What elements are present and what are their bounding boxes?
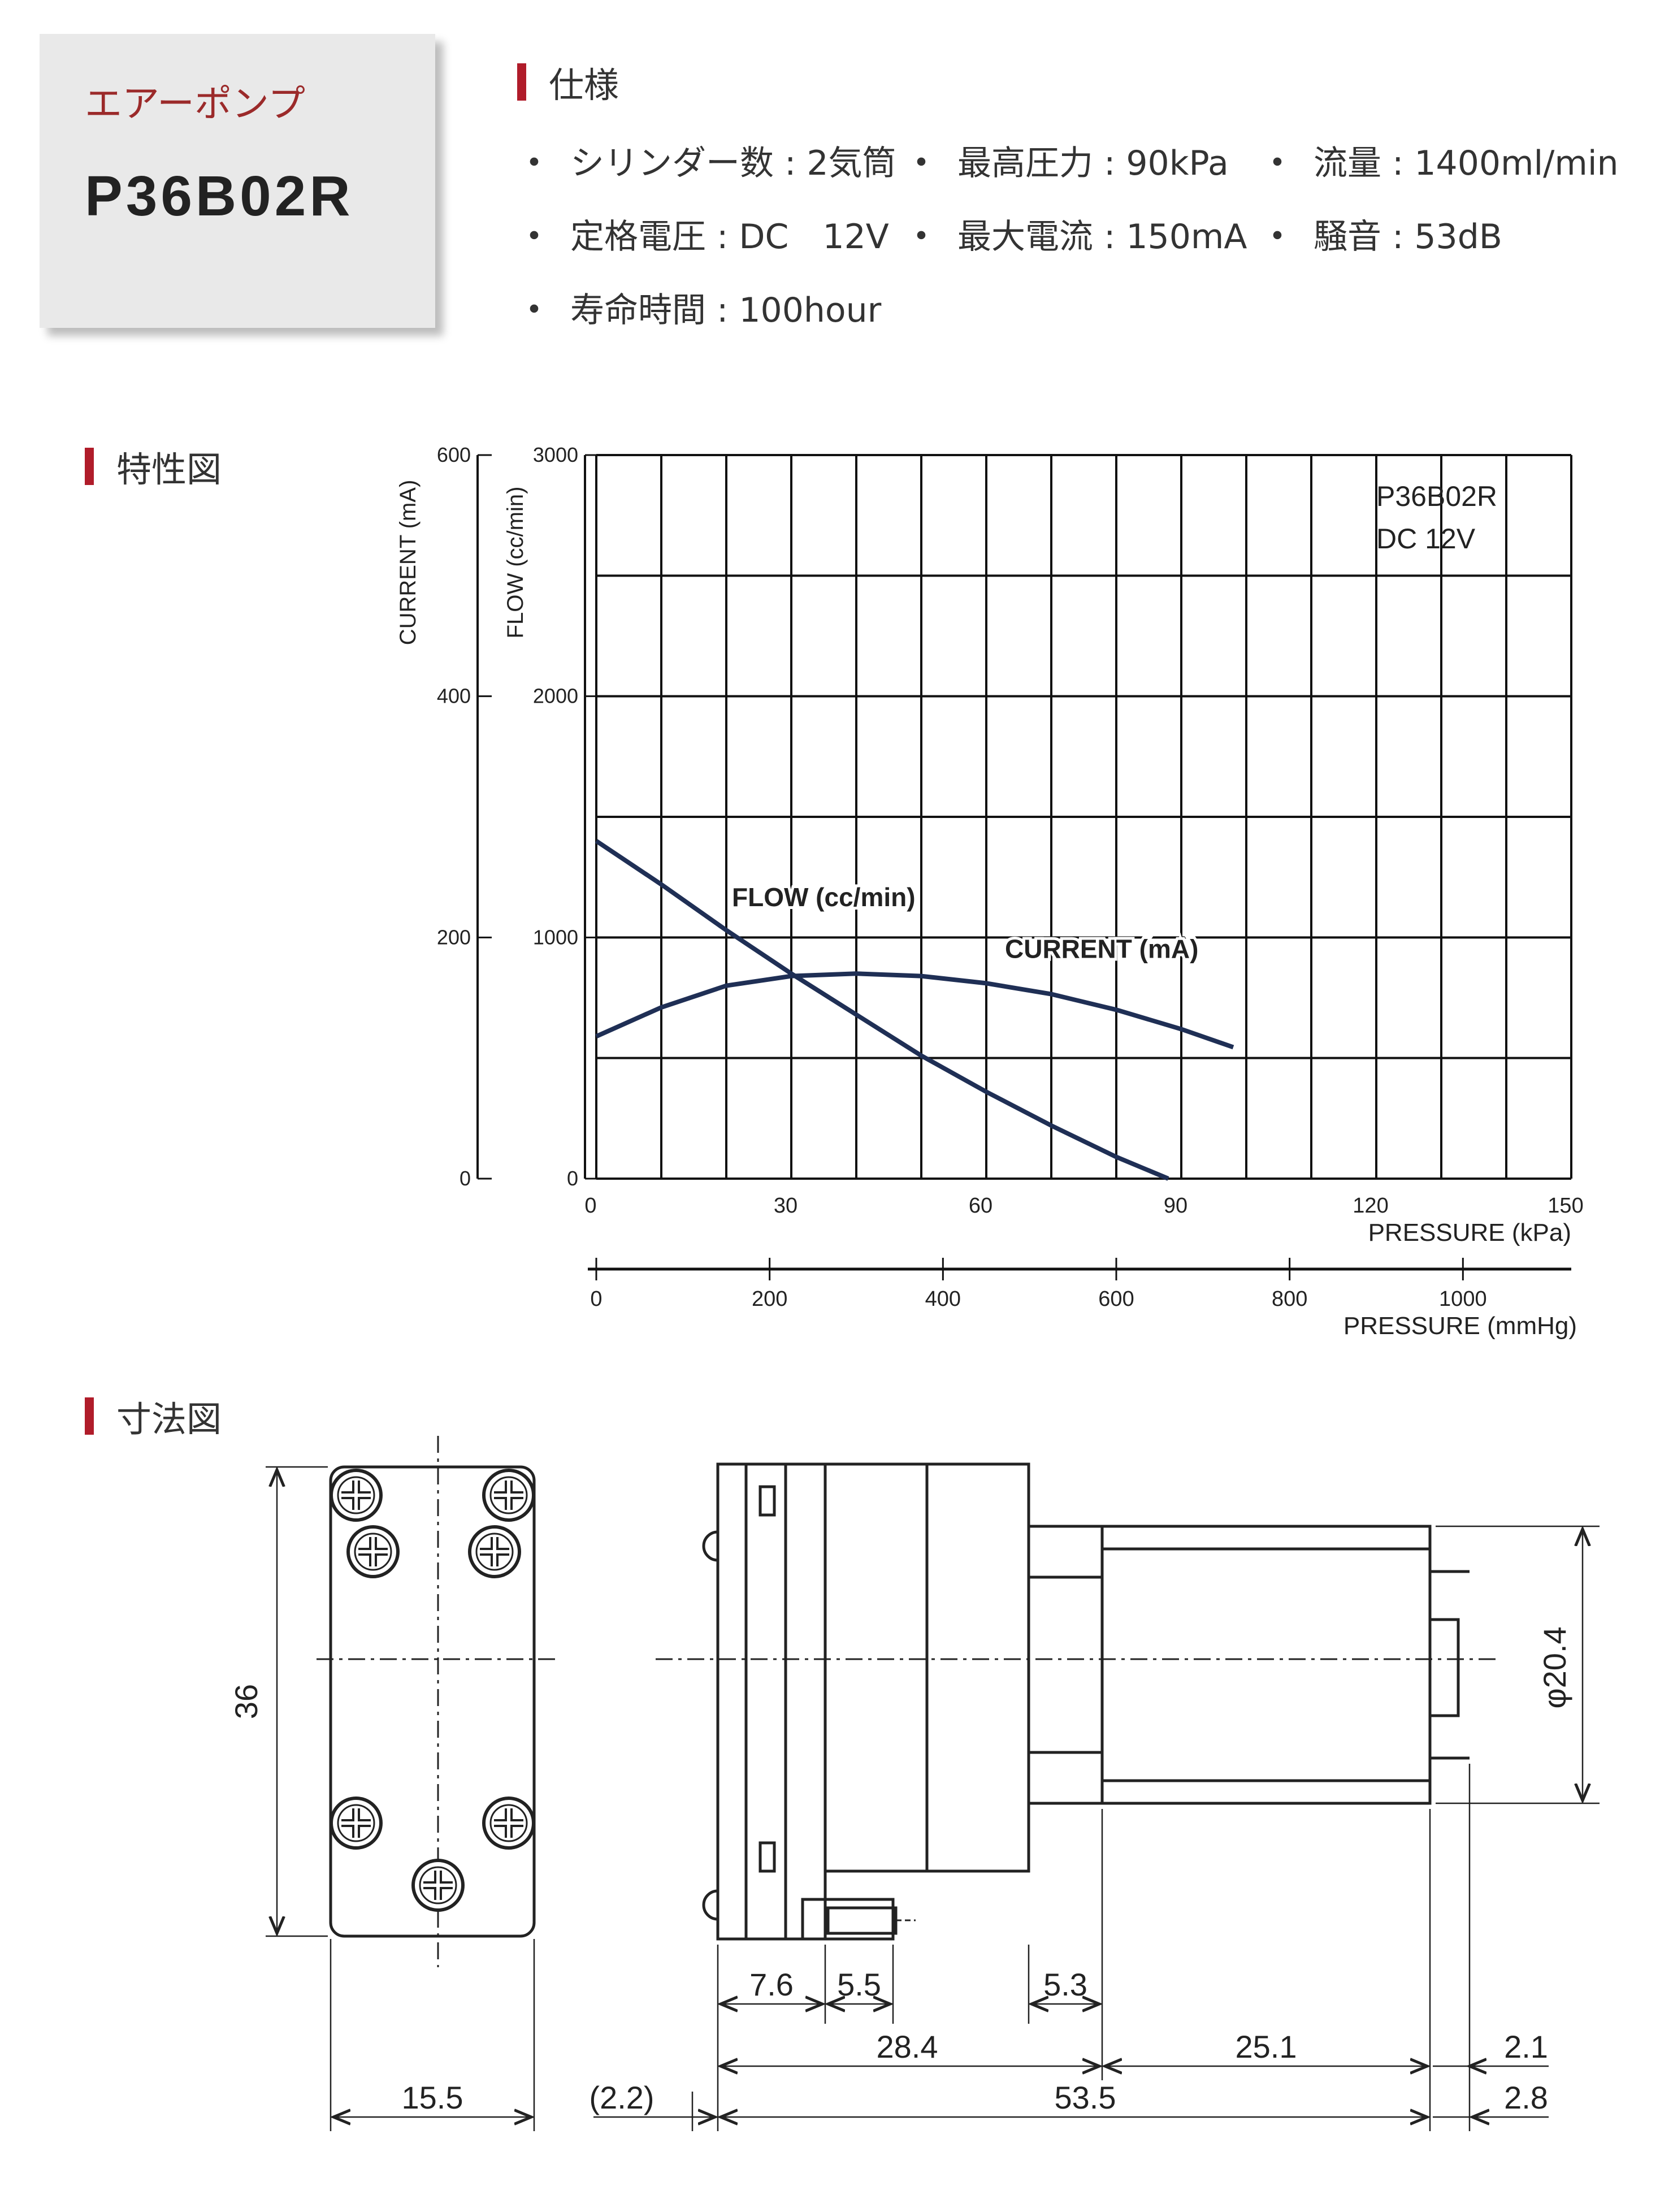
- product-card: エアーポンプ P36B02R: [40, 34, 435, 328]
- current-tick-label: 0: [460, 1167, 471, 1190]
- spec-cylinders: ・シリンダー数 : 2気筒: [517, 144, 896, 183]
- motor-body: [1100, 1525, 1432, 1805]
- section-title-text: 特性図: [116, 449, 222, 490]
- dimension-lines: [266, 1466, 1600, 2131]
- chart-labels: CURRENT (mA) FLOW (cc/min) PRESSURE (kPa) P…: [396, 480, 1577, 1340]
- chart-ticks: 0 200 400 600 0 1000 2000 3000 0 30 60 90 120 150 0 200…: [437, 443, 1584, 1311]
- dim-d3: 5.3: [1043, 1967, 1087, 2002]
- section-title-text: 仕様: [549, 64, 619, 106]
- kpa-tick-label: 30: [774, 1194, 798, 1218]
- characteristic-chart: 0 200 400 600 0 1000 2000 3000 0 30 60 90 120 150 0 200…: [396, 443, 1584, 1340]
- mmhg-tick-label: 200: [752, 1287, 787, 1311]
- kpa-tick-label: 150: [1548, 1194, 1583, 1218]
- mmhg-tick-label: 800: [1272, 1287, 1307, 1311]
- spec-flow: ・流量 : 1400ml/min: [1260, 144, 1619, 183]
- screw-cross-inner: [494, 1808, 523, 1838]
- section-marker: [85, 448, 94, 485]
- motor-end-cap: [1428, 1618, 1460, 1717]
- dim-d7: 53.5: [1055, 2080, 1116, 2115]
- chart-annotation: P36B02R: [1376, 481, 1497, 512]
- chart-annotation: DC 12V: [1376, 523, 1476, 555]
- kpa-axis-title: PRESSURE (kPa): [1368, 1219, 1571, 1246]
- flow-tick-label: 1000: [533, 925, 578, 949]
- spec-voltage: ・定格電圧 : DC 12V: [517, 217, 889, 257]
- screw-ring: [489, 1804, 528, 1842]
- side-nozzle: [826, 1906, 898, 1935]
- screw-ring: [475, 1533, 514, 1571]
- kpa-tick-label: 90: [1164, 1194, 1187, 1218]
- mmhg-tick-label: 0: [590, 1287, 602, 1311]
- screw-ring: [419, 1866, 457, 1904]
- spec-lifetime: ・寿命時間 : 100hour: [517, 291, 882, 330]
- current-axis-title: CURRENT (mA): [396, 480, 421, 646]
- side-neck-bottom: [1027, 1751, 1104, 1805]
- chart-section-title: 特性図: [85, 441, 222, 492]
- flow-tick-label: 3000: [533, 443, 578, 466]
- dimension-labels: 36 15.5 (2.2) 7.6 5.5 5.3 28.4 25.1 2.1 …: [228, 1626, 1572, 2115]
- current-series-label: CURRENT (mA): [1005, 934, 1198, 963]
- screw-ring: [354, 1533, 392, 1571]
- chart-grid: [595, 454, 1572, 1180]
- screw-cross-inner: [341, 1481, 371, 1510]
- chart-curves: [595, 839, 1234, 1181]
- screw-cross-inner: [358, 1537, 388, 1566]
- screw-cross-inner: [341, 1808, 371, 1838]
- dimension-drawing: 36 15.5 (2.2) 7.6 5.5 5.3 28.4 25.1 2.1 …: [228, 1436, 1600, 2131]
- flow-curve: [595, 839, 1169, 1181]
- side-screw-top: [702, 1530, 718, 1562]
- screw-cross-inner: [480, 1537, 509, 1566]
- side-plate-3: [784, 1462, 827, 1941]
- front-body-outline: [329, 1465, 536, 1938]
- dim-offset-left: (2.2): [589, 2080, 654, 2115]
- front-view: [317, 1436, 560, 1967]
- current-tick-label: 600: [437, 443, 471, 466]
- dim-height: 36: [228, 1684, 264, 1719]
- current-tick-label: 200: [437, 925, 471, 949]
- dim-d1: 7.6: [749, 1967, 794, 2002]
- front-screws: [330, 1469, 535, 1912]
- flow-axis-title: FLOW (cc/min): [503, 487, 528, 639]
- dim-d4: 28.4: [877, 2029, 938, 2064]
- side-view: [656, 1462, 1498, 1941]
- flow-series-label: FLOW (cc/min): [732, 882, 916, 912]
- product-model: P36B02R: [85, 165, 354, 228]
- section-marker: [85, 1397, 94, 1435]
- flow-tick-label: 0: [567, 1167, 578, 1190]
- mmhg-axis-title: PRESSURE (mmHg): [1343, 1312, 1577, 1340]
- section-title-text: 寸法図: [116, 1399, 222, 1440]
- screw-cross-inner: [423, 1871, 453, 1900]
- screw-cross-inner: [494, 1481, 523, 1510]
- spec-max-pressure: ・最高圧力 : 90kPa: [904, 144, 1229, 183]
- dim-diameter: φ20.4: [1537, 1626, 1572, 1708]
- screw-ring: [337, 1476, 375, 1514]
- side-screw-bottom: [702, 1889, 718, 1921]
- dim-width: 15.5: [402, 2080, 463, 2115]
- kpa-tick-label: 0: [584, 1194, 596, 1218]
- dimension-section-title: 寸法図: [85, 1391, 222, 1442]
- product-type: エアーポンプ: [85, 82, 306, 125]
- mmhg-tick-label: 1000: [1439, 1287, 1487, 1311]
- side-nozzle-base: [801, 1898, 895, 1941]
- dim-d5: 25.1: [1236, 2029, 1297, 2064]
- side-plate-2: [744, 1462, 787, 1941]
- screw-ring: [489, 1476, 528, 1514]
- spec-section-title: 仕様: [517, 57, 619, 107]
- current-tick-label: 400: [437, 685, 471, 708]
- screw-ring: [337, 1804, 375, 1842]
- chart-axes: [476, 455, 1571, 1271]
- dim-d8: 2.8: [1504, 2080, 1548, 2115]
- spec-max-current: ・最大電流 : 150mA: [904, 217, 1247, 257]
- side-plate-1: [716, 1462, 748, 1941]
- kpa-tick-label: 120: [1353, 1194, 1388, 1218]
- spec-noise: ・騒音 : 53dB: [1260, 217, 1502, 257]
- dim-d6: 2.1: [1504, 2029, 1548, 2064]
- mmhg-tick-label: 400: [925, 1287, 961, 1311]
- side-neck-top: [1027, 1525, 1104, 1579]
- mmhg-tick-label: 600: [1098, 1287, 1134, 1311]
- section-marker: [517, 63, 526, 101]
- current-curve: [595, 971, 1234, 1050]
- dim-d2: 5.5: [837, 1967, 881, 2002]
- flow-tick-label: 2000: [533, 685, 578, 708]
- kpa-tick-label: 60: [969, 1194, 992, 1218]
